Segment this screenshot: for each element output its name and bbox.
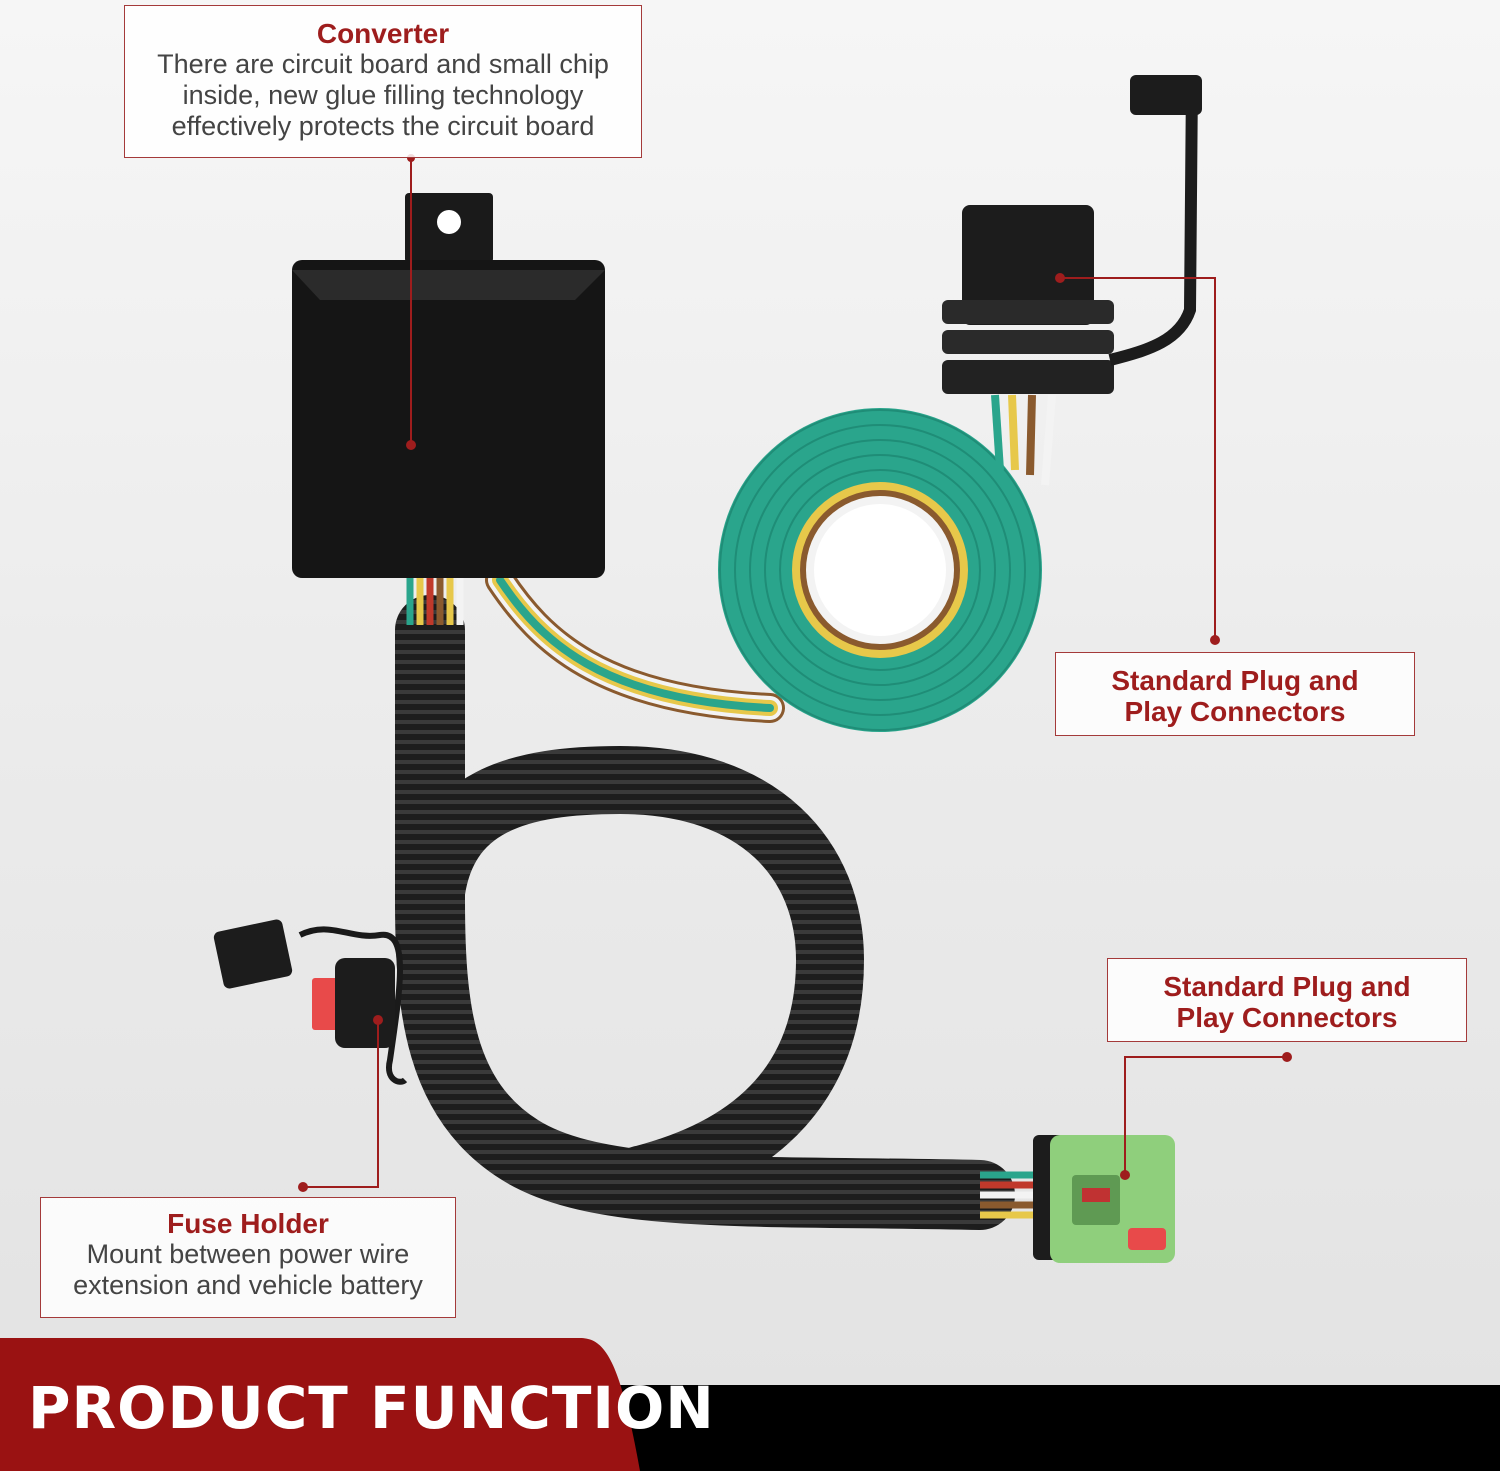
fuse-holder-title: Fuse Holder: [167, 1208, 329, 1239]
product-function-heading: PRODUCT FUNCTION: [28, 1374, 715, 1442]
product-function-banner: [0, 1338, 1500, 1471]
plug-connectors-title-bottom: Standard Plug and Play Connectors: [1163, 971, 1411, 1033]
corrugated-loom: [395, 595, 1015, 1230]
fuse-holder-description: Mount between power wire extension and v…: [73, 1239, 423, 1300]
plug-connectors-callout-top: Standard Plug and Play Connectors: [1055, 652, 1415, 736]
wire-coil: [718, 408, 1042, 732]
vehicle-connector: [1033, 1135, 1175, 1263]
plug-connectors-callout-bottom: Standard Plug and Play Connectors: [1107, 958, 1467, 1042]
four-pin-plug: [942, 75, 1202, 394]
fuse-holder-callout: Fuse Holder Mount between power wire ext…: [40, 1197, 456, 1318]
bottom-connector-wires: [980, 1171, 1035, 1219]
plug-lead-wires: [991, 394, 1056, 486]
converter-callout: Converter There are circuit board and sm…: [124, 5, 642, 158]
converter-title: Converter: [316, 18, 450, 49]
fuse-holder: [213, 919, 408, 1085]
converter-lead-wires: [406, 575, 464, 625]
leader-lines: [303, 158, 1287, 1188]
flat-wire-lead: [485, 565, 785, 723]
converter-description: There are circuit board and small chip i…: [157, 49, 609, 141]
leader-dots: [298, 154, 1292, 1192]
plug-connectors-title-top: Standard Plug and Play Connectors: [1111, 665, 1359, 727]
converter-box: [292, 193, 605, 578]
